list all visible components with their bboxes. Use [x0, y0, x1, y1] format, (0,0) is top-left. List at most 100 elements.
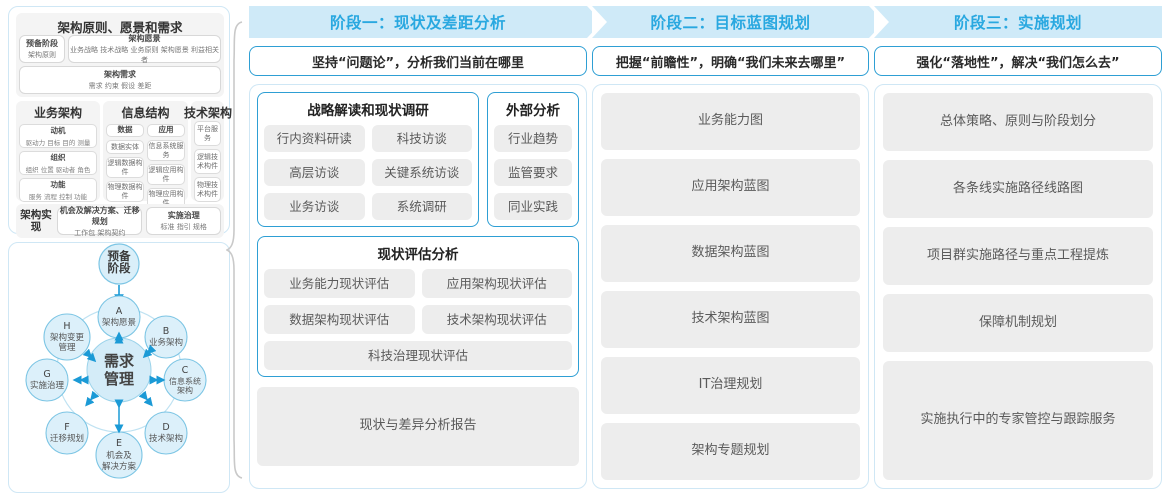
chevron-notch-icon — [592, 6, 607, 38]
information-structure-group: 信息结构 数据 数据实体 逻辑数据构件 物理数据构件 应用 信息系统服务 逻辑应… — [103, 101, 188, 209]
phase-2-title: 阶段二：目标蓝图规划 — [650, 14, 811, 32]
chevron-notch-icon — [874, 6, 889, 38]
gap-analysis-report-chip[interactable]: 现状与差异分析报告 — [257, 387, 579, 466]
brace-connector — [226, 21, 243, 479]
blueprint-item[interactable]: IT治理规划 — [601, 357, 860, 414]
phase-3-title: 阶段三：实施规划 — [953, 14, 1082, 32]
phase-3-subtitle: 强化“落地性”，解决“我们怎么去” — [874, 46, 1162, 76]
external-item[interactable]: 行业趋势 — [494, 125, 572, 152]
strategy-item[interactable]: 行内资料研读 — [264, 125, 365, 152]
strategy-item[interactable]: 关键系统访谈 — [371, 159, 472, 186]
svg-text:机会及: 机会及 — [106, 450, 132, 461]
opportunity-migration-box: 机会及解决方案、迁移规划 工作包 架构契约 — [57, 206, 143, 237]
implementation-item[interactable]: 总体策略、原则与阶段划分 — [883, 93, 1153, 152]
adm-node-g — [25, 358, 69, 402]
blueprint-item[interactable]: 数据架构蓝图 — [601, 225, 860, 282]
svg-text:管理: 管理 — [58, 342, 76, 353]
prep-phase-label: 预备阶段 — [26, 39, 58, 48]
data-column: 数据 数据实体 逻辑数据构件 物理数据构件 — [106, 124, 144, 212]
group-title-business: 业务架构 — [33, 106, 82, 120]
svg-text:预备: 预备 — [108, 249, 131, 263]
architecture-vision-sub: 业务战略 技术战略 业务原则 架构愿景 利益相关者 — [70, 46, 219, 64]
phase-2-body: 业务能力图 应用架构蓝图 数据架构蓝图 技术架构蓝图 IT治理规划 架构专题规划 — [592, 84, 869, 489]
svg-text:需求: 需求 — [104, 352, 135, 370]
svg-text:B: B — [163, 326, 170, 337]
architecture-principles-group: 架构原则、愿景和需求 预备阶段 架构原则 架构愿景 业务战略 技术战略 业务原则… — [16, 13, 224, 97]
implementation-item[interactable]: 保障机制规划 — [883, 294, 1153, 353]
svg-text:技术架构: 技术架构 — [149, 433, 183, 444]
prep-phase-box: 预备阶段 架构原则 — [19, 35, 65, 63]
implementation-item[interactable]: 各条线实施路径线路图 — [883, 160, 1153, 219]
external-analysis-card: 外部分析 行业趋势 监管要求 同业实践 — [487, 92, 579, 227]
tech-arch-item: 物理技术构件 — [194, 177, 221, 202]
left-reference-column: 架构原则、愿景和需求 预备阶段 架构原则 架构愿景 业务战略 技术战略 业务原则… — [8, 6, 232, 493]
svg-text:业务架构: 业务架构 — [149, 337, 183, 348]
current-state-assessment-card: 现状评估分析 业务能力现状评估 应用架构现状评估 数据架构现状评估 技术架构现状… — [257, 236, 579, 377]
blueprint-item[interactable]: 应用架构蓝图 — [601, 159, 860, 216]
architecture-requirement-label: 架构需求 — [104, 70, 136, 79]
assessment-item[interactable]: 业务能力现状评估 — [264, 269, 415, 298]
strategy-item[interactable]: 高层访谈 — [264, 159, 365, 186]
architecture-implementation-group: 架构实现 机会及解决方案、迁移规划 工作包 架构契约 实施治理 标准 指引 规格 — [16, 204, 224, 238]
assessment-item[interactable]: 技术架构现状评估 — [421, 305, 572, 334]
adm-node-a — [97, 295, 141, 339]
implementation-label: 架构实现 — [20, 208, 52, 233]
technology-architecture-group: 技术架构 平台服务 逻辑技术构件 物理技术构件 — [184, 101, 232, 202]
business-arch-item: 动机 驱动力 目标 目的 测量 — [19, 124, 97, 148]
svg-text:迁移规划: 迁移规划 — [50, 433, 84, 444]
implementation-item[interactable]: 实施执行中的专家管控与跟踪服务 — [883, 361, 1153, 480]
adm-node-b — [144, 315, 188, 359]
application-column: 应用 信息系统服务 逻辑应用构件 物理应用构件 — [147, 124, 185, 212]
assessment-item[interactable]: 数据架构现状评估 — [264, 305, 415, 334]
strategy-item[interactable]: 业务访谈 — [264, 193, 365, 220]
phase-3-header: 阶段三：实施规划 — [874, 6, 1162, 38]
blueprint-item[interactable]: 架构专题规划 — [601, 423, 860, 480]
adm-node-prep — [98, 243, 140, 285]
adm-cycle-panel: 预备 阶段 需求 管理 A 架构愿景 B 业务架构 C 信息系统 架构 — [8, 242, 230, 493]
svg-text:E: E — [116, 438, 122, 449]
svg-text:解决方案: 解决方案 — [102, 461, 137, 472]
strategy-research-card: 战略解读和现状调研 行内资料研读 科技访谈 高层访谈 关键系统访谈 业务访谈 系… — [257, 92, 479, 227]
phase-1-header: 阶段一：现状及差距分析 — [249, 6, 602, 38]
architecture-requirement-box: 架构需求 需求 约束 假设 差距 — [19, 66, 221, 94]
strategy-card-title: 战略解读和现状调研 — [307, 103, 429, 119]
tech-arch-item: 逻辑技术构件 — [194, 149, 221, 174]
business-architecture-group: 业务架构 动机 驱动力 目标 目的 测量 组织 组织 位置 驱动者 角色 功能 … — [16, 101, 100, 202]
phase-1-title: 阶段一：现状及差距分析 — [329, 14, 506, 32]
phase-1-subtitle: 坚持“问题论”，分析我们当前在哪里 — [249, 46, 587, 76]
svg-text:H: H — [63, 321, 70, 332]
implementation-item[interactable]: 项目群实施路径与重点工程提炼 — [883, 227, 1153, 286]
svg-text:F: F — [64, 422, 69, 433]
architecture-vision-box: 架构愿景 业务战略 技术战略 业务原则 架构愿景 利益相关者 — [68, 34, 221, 64]
external-card-title: 外部分析 — [506, 103, 560, 119]
svg-text:管理: 管理 — [104, 370, 134, 388]
prep-phase-sub: 架构原则 — [28, 51, 56, 59]
svg-text:阶段: 阶段 — [108, 261, 131, 275]
strategy-item[interactable]: 系统调研 — [371, 193, 472, 220]
svg-text:实施治理: 实施治理 — [30, 380, 65, 391]
svg-text:C: C — [182, 365, 189, 376]
assessment-item-full[interactable]: 科技治理现状评估 — [264, 341, 572, 370]
blueprint-item[interactable]: 业务能力图 — [601, 93, 860, 150]
implementation-governance-box: 实施治理 标准 指引 规格 — [146, 207, 221, 235]
svg-text:信息系统: 信息系统 — [169, 376, 201, 386]
architecture-vision-label: 架构愿景 — [128, 34, 161, 43]
business-arch-item: 功能 服务 流程 控制 功能 — [19, 178, 97, 202]
svg-text:架构愿景: 架构愿景 — [102, 317, 136, 328]
external-item[interactable]: 监管要求 — [494, 159, 572, 186]
adm-node-f — [45, 411, 89, 455]
phase-1-body: 战略解读和现状调研 行内资料研读 科技访谈 高层访谈 关键系统访谈 业务访谈 系… — [249, 84, 587, 489]
strategy-item[interactable]: 科技访谈 — [371, 125, 472, 152]
assessment-item[interactable]: 应用架构现状评估 — [421, 269, 572, 298]
external-item[interactable]: 同业实践 — [494, 193, 572, 220]
togaf-content-framework-panel: 架构原则、愿景和需求 预备阶段 架构原则 架构愿景 业务战略 技术战略 业务原则… — [8, 6, 232, 238]
svg-text:A: A — [116, 306, 123, 317]
blueprint-item[interactable]: 技术架构蓝图 — [601, 291, 860, 348]
group-title-information: 信息结构 — [121, 106, 170, 120]
adm-node-h — [43, 313, 91, 361]
adm-cycle-diagram: 预备 阶段 需求 管理 A 架构愿景 B 业务架构 C 信息系统 架构 — [25, 243, 207, 479]
tech-arch-item: 平台服务 — [194, 121, 221, 146]
business-arch-item: 组织 组织 位置 驱动者 角色 — [19, 151, 97, 175]
architecture-requirement-sub: 需求 约束 假设 差距 — [88, 82, 152, 90]
group-title-principles: 架构原则、愿景和需求 — [57, 20, 183, 35]
